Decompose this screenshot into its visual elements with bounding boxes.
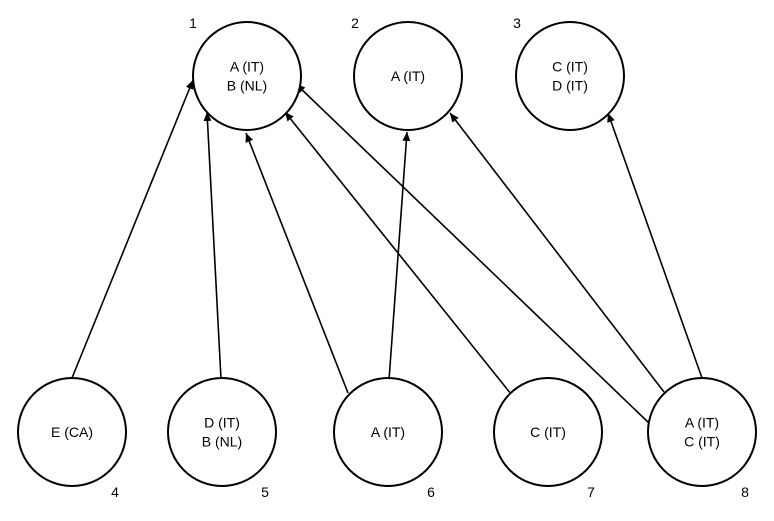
node-label: A (IT) <box>230 59 264 75</box>
node-1: A (IT) B (NL) 1 <box>189 15 302 131</box>
node-number: 3 <box>513 15 521 31</box>
node-circle <box>493 377 603 487</box>
edge-8-to-1 <box>295 83 651 425</box>
node-label: D (IT) <box>552 78 588 94</box>
node-circle <box>17 377 127 487</box>
node-label: D (IT) <box>204 415 240 431</box>
node-circle <box>515 21 625 131</box>
node-number: 5 <box>261 484 269 500</box>
edge-6-to-2 <box>388 131 411 381</box>
edge-8-to-2 <box>449 112 665 393</box>
node-circle <box>333 377 443 487</box>
node-7: C (IT) 7 <box>493 377 603 500</box>
node-label: B (NL) <box>227 78 267 94</box>
node-label: A (IT) <box>685 415 719 431</box>
edge-6-to-1 <box>245 132 349 394</box>
node-6: A (IT) 6 <box>333 377 443 500</box>
node-5: D (IT) B (NL) 5 <box>167 377 277 500</box>
node-label: C (IT) <box>530 424 566 440</box>
node-circle <box>167 377 277 487</box>
edge-8-to-3 <box>607 112 703 379</box>
node-8: A (IT) C (IT) 8 <box>647 377 757 500</box>
node-number: 4 <box>111 484 119 500</box>
node-label: C (IT) <box>684 434 720 450</box>
node-number: 2 <box>351 15 359 31</box>
node-circle <box>192 21 302 131</box>
edge-5-to-1 <box>203 111 222 380</box>
node-label: A (IT) <box>391 68 425 84</box>
node-number: 1 <box>189 15 197 31</box>
nodes-layer: A (IT) B (NL) 1 A (IT) 2 C (IT) D (IT) 3 E (CA) 4… <box>17 15 757 500</box>
node-4: E (CA) 4 <box>17 377 127 500</box>
node-number: 8 <box>741 484 749 500</box>
node-number: 7 <box>587 484 595 500</box>
node-circle <box>647 377 757 487</box>
node-label: A (IT) <box>371 424 405 440</box>
node-number: 6 <box>427 484 435 500</box>
node-label: B (NL) <box>202 434 242 450</box>
edges-layer <box>71 79 703 425</box>
node-3: C (IT) D (IT) 3 <box>513 15 625 131</box>
node-circle <box>353 21 463 131</box>
edge-4-to-1 <box>71 79 194 379</box>
node-label: E (CA) <box>51 424 93 440</box>
node-2: A (IT) 2 <box>351 15 463 131</box>
node-label: C (IT) <box>552 59 588 75</box>
